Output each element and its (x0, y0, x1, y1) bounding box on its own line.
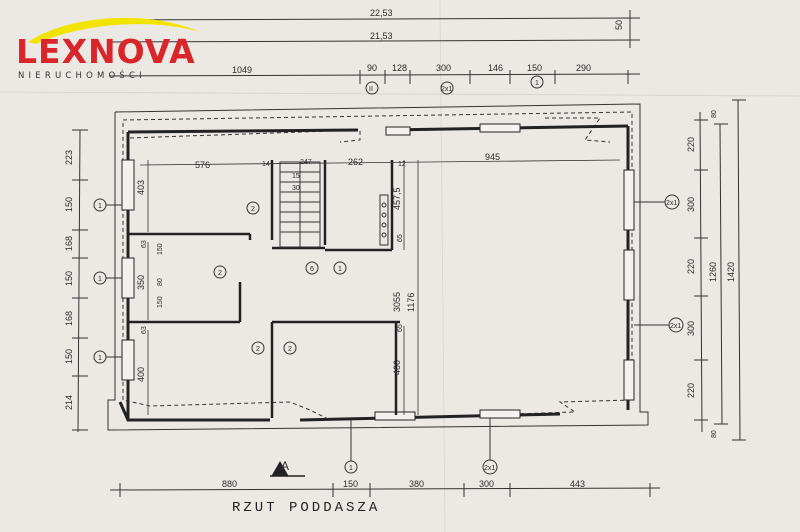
exterior-walls (118, 124, 630, 422)
staircase (279, 161, 321, 248)
dim-left-150a: 150 (64, 197, 74, 212)
right-callouts (634, 194, 684, 333)
callout-bottom-2x1: 2x1 (484, 465, 495, 472)
room-dim-247: 247 (300, 159, 312, 166)
callout-top-1: 1 (535, 80, 539, 87)
room-dim-63-a: 63 (141, 240, 148, 248)
dim-right-1260: 1260 (708, 262, 718, 282)
dim-right-300a: 300 (686, 197, 696, 212)
dim-left-168a: 168 (64, 236, 74, 251)
right-dimension-lines (694, 99, 746, 441)
dim-left-168b: 168 (64, 311, 74, 326)
door-callouts (213, 201, 347, 355)
dim-top-300: 300 (436, 63, 451, 73)
dim-left-150b: 150 (64, 271, 74, 286)
eave-outline (107, 103, 649, 431)
room-dim-350: 350 (136, 275, 146, 290)
dim-top-90: 90 (367, 63, 377, 73)
interior-walls (128, 160, 400, 418)
internal-dim-lines (139, 159, 621, 415)
logo-subtitle: NIERUCHOMOŚCI (18, 71, 146, 81)
room-dim-400-right: 400 (392, 360, 402, 375)
callout-top-2x1: 2x1 (441, 86, 452, 93)
dim-bottom-150: 150 (343, 479, 358, 489)
dim-end-mark-1: 50 (614, 20, 624, 30)
room-dim-14: 14 (262, 161, 270, 168)
room-dim-65-a: 65 (397, 234, 404, 242)
dim-left-223: 223 (64, 150, 74, 165)
kitchen-fittings (379, 194, 389, 246)
left-callouts (93, 198, 122, 364)
bottom-dimension-lines (109, 483, 661, 497)
callout-door-2b: 2 (218, 270, 222, 277)
bottom-callouts (344, 418, 498, 475)
dim-top-150: 150 (527, 63, 542, 73)
paper-fold (0, 91, 800, 97)
callout-door-1: 1 (338, 266, 342, 273)
callout-right-2x1b: 2x1 (670, 323, 681, 330)
callout-top-II: II (369, 86, 373, 93)
stair-label-15: 15 (292, 173, 300, 180)
callout-right-2x1a: 2x1 (666, 200, 677, 207)
dim-right-220c: 220 (686, 383, 696, 398)
room-dim-65-b: 65 (397, 324, 404, 332)
dim-right-220a: 220 (686, 137, 696, 152)
room-dim-457-5: 457,5 (392, 187, 402, 210)
dim-left-150c: 150 (64, 349, 74, 364)
section-marker (270, 460, 305, 477)
lexnova-logo: LEXNOVA NIERUCHOMOŚCI (10, 8, 210, 88)
section-marker-label: A (281, 459, 289, 473)
dim-top-1049: 1049 (232, 65, 252, 75)
left-dimension-lines (72, 129, 88, 433)
callout-door-6: 6 (310, 266, 314, 273)
room-dim-80: 80 (157, 278, 164, 286)
dim-right-300b: 300 (686, 321, 696, 336)
dim-overall-1: 22,53 (370, 8, 393, 18)
logo-wordmark: LEXNOVA (16, 32, 196, 71)
dim-right-220b: 220 (686, 259, 696, 274)
callout-door-2a: 2 (251, 206, 255, 213)
dim-top-128: 128 (392, 63, 407, 73)
top-callouts (365, 75, 544, 95)
logo-swoosh (28, 17, 200, 44)
room-dim-150-a: 150 (157, 243, 164, 255)
room-dim-12: 12 (398, 161, 406, 168)
dim-bottom-443: 443 (570, 479, 585, 489)
top-dimension-lines (109, 10, 641, 84)
callout-left-1c: 1 (98, 355, 102, 362)
stair-label-30: 30 (292, 185, 300, 192)
dim-right-1420: 1420 (726, 262, 736, 282)
callout-door-2c: 2 (256, 346, 260, 353)
room-dim-576: 576 (195, 160, 210, 170)
callout-bottom-1: 1 (349, 465, 353, 472)
room-dim-403: 403 (136, 180, 146, 195)
callout-left-1a: 1 (98, 203, 102, 210)
room-dim-1176: 1176 (406, 293, 416, 312)
dim-bottom-300: 300 (479, 479, 494, 489)
callout-left-1b: 1 (98, 276, 102, 283)
dim-top-290: 290 (576, 63, 591, 73)
dim-left-214: 214 (64, 395, 74, 410)
callout-door-2d: 2 (288, 346, 292, 353)
dim-right-80b: 80 (711, 430, 718, 438)
room-dim-945: 945 (485, 152, 500, 162)
room-dim-150-b: 150 (157, 296, 164, 308)
room-dim-262: 262 (348, 157, 363, 167)
room-dim-63-b: 63 (141, 326, 148, 334)
dim-bottom-880: 880 (222, 479, 237, 489)
room-dim-400-left: 400 (136, 367, 146, 382)
dim-bottom-380: 380 (409, 479, 424, 489)
drawing-title: RZUT PODDASZA (232, 500, 381, 516)
dim-top-146: 146 (488, 63, 503, 73)
dim-overall-2: 21,53 (370, 31, 393, 41)
window-markers (121, 123, 635, 421)
dim-right-80a: 80 (711, 110, 718, 118)
paper-crease (439, 0, 446, 532)
room-dim-3055: 3055 (392, 292, 402, 312)
